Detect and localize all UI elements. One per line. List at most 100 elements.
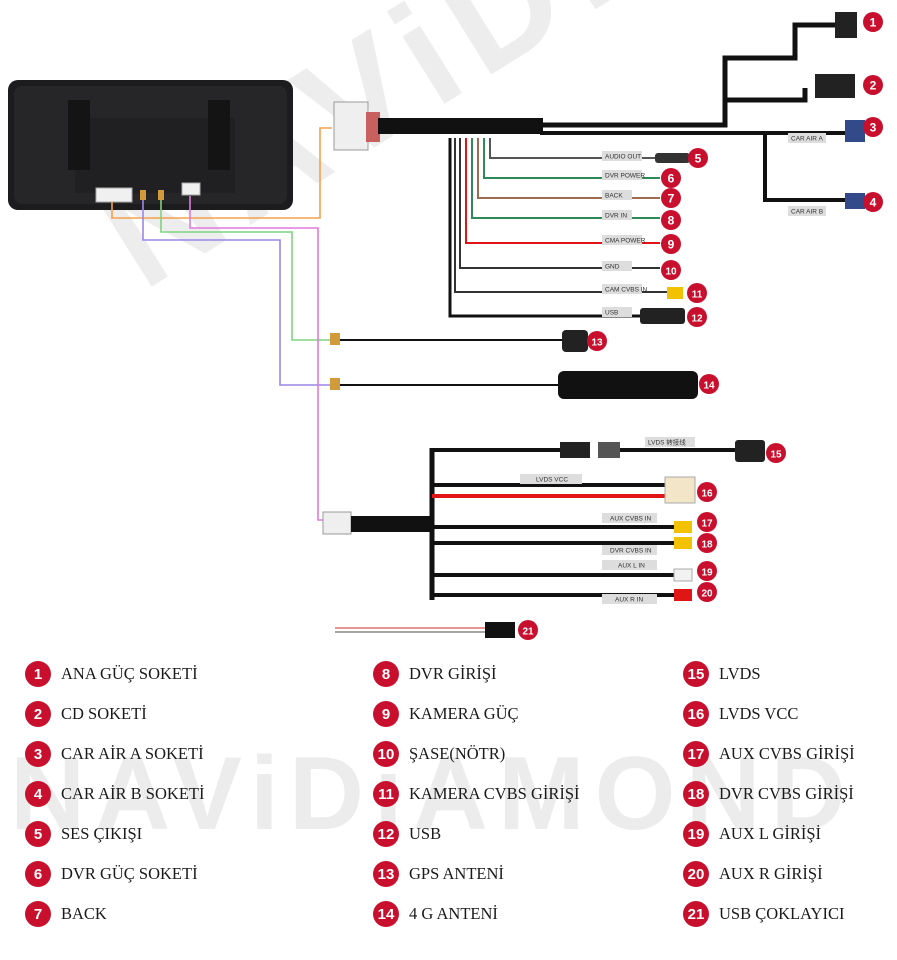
legend-badge-14: 14 bbox=[373, 901, 399, 927]
marker-circle-10 bbox=[661, 260, 681, 280]
legend-label-8: DVR GİRİŞİ bbox=[409, 664, 497, 683]
legend-badge-1: 1 bbox=[25, 661, 51, 687]
tag-aux-cvbs-in: AUX CVBS IN bbox=[610, 516, 651, 523]
marker-circle-8 bbox=[661, 210, 681, 230]
legend-item-20: 20 AUX R GİRİŞİ bbox=[683, 860, 823, 888]
head-unit bbox=[8, 80, 293, 210]
marker-number-16: 16 bbox=[701, 489, 713, 500]
legend-label-21: USB ÇOKLAYICI bbox=[719, 904, 845, 923]
legend-badge-4: 4 bbox=[25, 781, 51, 807]
tag-usb: USB bbox=[605, 310, 618, 317]
legend-badge-13: 13 bbox=[373, 861, 399, 887]
marker-number-10: 10 bbox=[665, 267, 677, 278]
marker-number-5: 5 bbox=[695, 152, 702, 166]
legend-item-3: 3 CAR AİR A SOKETİ bbox=[25, 740, 204, 768]
legend-label-17: AUX CVBS GİRİŞİ bbox=[719, 744, 855, 763]
marker-circle-19 bbox=[697, 561, 717, 581]
legend-item-14: 14 4 G ANTENİ bbox=[373, 900, 498, 928]
tag-dvr-power: DVR POWER bbox=[605, 173, 645, 180]
marker-number-18: 18 bbox=[701, 540, 713, 551]
marker-circle-3 bbox=[863, 117, 883, 137]
tag-cma-power: CMA POWER bbox=[605, 238, 646, 245]
tag-aux-l-in: AUX L IN bbox=[618, 563, 645, 570]
main-harness bbox=[333, 12, 865, 324]
marker-number-21: 21 bbox=[522, 627, 534, 638]
legend-label-6: DVR GÜÇ SOKETİ bbox=[61, 864, 198, 883]
marker-circle-6 bbox=[661, 168, 681, 188]
marker-circle-4 bbox=[863, 192, 883, 212]
legend-badge-3: 3 bbox=[25, 741, 51, 767]
legend-item-16: 16 LVDS VCC bbox=[683, 700, 798, 728]
marker-circle-12 bbox=[687, 307, 707, 327]
legend-badge-18: 18 bbox=[683, 781, 709, 807]
marker-number-1: 1 bbox=[870, 16, 877, 30]
marker-number-17: 17 bbox=[701, 519, 713, 530]
legend-label-15: LVDS bbox=[719, 664, 761, 683]
marker-circle-2 bbox=[863, 75, 883, 95]
legend-label-3: CAR AİR A SOKETİ bbox=[61, 744, 204, 763]
marker-number-8: 8 bbox=[668, 214, 675, 228]
legend-badge-21: 21 bbox=[683, 901, 709, 927]
legend-badge-17: 17 bbox=[683, 741, 709, 767]
marker-number-13: 13 bbox=[591, 338, 603, 349]
marker-circle-20 bbox=[697, 582, 717, 602]
marker-circle-9 bbox=[661, 234, 681, 254]
tag-audio-out: AUDIO OUT bbox=[605, 154, 641, 161]
legend-badge-16: 16 bbox=[683, 701, 709, 727]
tag-cam-cvbs-in: CAM CVBS IN bbox=[605, 287, 648, 294]
legend-badge-10: 10 bbox=[373, 741, 399, 767]
legend-label-20: AUX R GİRİŞİ bbox=[719, 864, 823, 883]
legend-badge-8: 8 bbox=[373, 661, 399, 687]
antennas bbox=[330, 330, 698, 399]
legend-item-8: 8 DVR GİRİŞİ bbox=[373, 660, 497, 688]
marker-number-6: 6 bbox=[668, 172, 675, 186]
legend-badge-20: 20 bbox=[683, 861, 709, 887]
marker-circle-13 bbox=[587, 331, 607, 351]
tag-car-air-b: CAR AIR B bbox=[791, 209, 823, 216]
legend-label-18: DVR CVBS GİRİŞİ bbox=[719, 784, 854, 803]
marker-circle-15 bbox=[766, 443, 786, 463]
marker-number-20: 20 bbox=[701, 589, 713, 600]
tag-gnd: GND bbox=[605, 264, 620, 271]
legend-label-14: 4 G ANTENİ bbox=[409, 904, 498, 923]
legend-label-13: GPS ANTENİ bbox=[409, 864, 504, 883]
marker-number-11: 11 bbox=[692, 290, 703, 301]
marker-circle-18 bbox=[697, 533, 717, 553]
marker-number-3: 3 bbox=[870, 121, 877, 135]
marker-circle-1 bbox=[863, 12, 883, 32]
legend-label-16: LVDS VCC bbox=[719, 704, 799, 723]
legend-badge-19: 19 bbox=[683, 821, 709, 847]
marker-circle-7 bbox=[661, 188, 681, 208]
tag-lvds-cable: LVDS 转接线 bbox=[648, 438, 686, 447]
usb-splitter bbox=[335, 622, 515, 638]
legend-badge-7: 7 bbox=[25, 901, 51, 927]
legend-badge-5: 5 bbox=[25, 821, 51, 847]
marker-number-12: 12 bbox=[691, 314, 703, 325]
tag-car-air-a: CAR AIR A bbox=[791, 136, 823, 143]
legend-badge-9: 9 bbox=[373, 701, 399, 727]
tag-dvr-cvbs-in: DVR CVBS IN bbox=[610, 548, 652, 555]
tag-back: BACK bbox=[605, 193, 623, 200]
marker-number-9: 9 bbox=[668, 238, 675, 252]
legend-label-11: KAMERA CVBS GİRİŞİ bbox=[409, 784, 580, 803]
tag-aux-r-in: AUX R IN bbox=[615, 597, 643, 604]
legend-item-18: 18 DVR CVBS GİRİŞİ bbox=[683, 780, 854, 808]
marker-number-4: 4 bbox=[870, 196, 877, 210]
tag-lvds-vcc: LVDS VCC bbox=[536, 477, 568, 484]
marker-number-7: 7 bbox=[668, 192, 675, 206]
legend-item-21: 21 USB ÇOKLAYICI bbox=[683, 900, 844, 928]
marker-number-15: 15 bbox=[770, 450, 782, 461]
marker-number-2: 2 bbox=[870, 79, 877, 93]
marker-circle-17 bbox=[697, 512, 717, 532]
